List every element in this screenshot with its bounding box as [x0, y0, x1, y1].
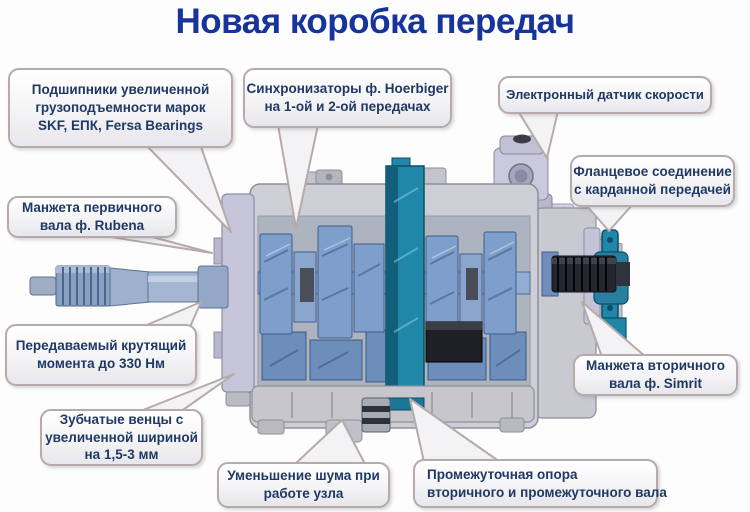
- callout-gear-rims: Зубчатые венцы с увеличенной шириной на …: [40, 409, 203, 466]
- callout-intermediate-support-line2: вторичного и промежуточного вала: [427, 484, 667, 500]
- oil-sump: [251, 385, 535, 443]
- callout-gear-rims-line2: увеличенной шириной: [45, 429, 198, 445]
- callout-gear-rims-line3: на 1,5-3 мм: [84, 447, 159, 463]
- input-shaft: [29, 265, 229, 309]
- callout-flange: Фланцевое соединение с карданной передач…: [570, 155, 735, 207]
- callout-noise: Уменьшение шума при работе узла: [217, 462, 390, 508]
- callout-output-shaft-seal: Манжета вторичного вала ф. Simrit: [573, 354, 738, 396]
- callout-output-shaft-seal-line1: Манжета вторичного: [586, 358, 725, 374]
- callout-speed-sensor: Электронный датчик скорости: [498, 76, 712, 114]
- callout-bearings-line2: грузоподъемности марок: [35, 100, 206, 116]
- callout-synchronizers-line2: на 1-ой и 2-ой передачах: [264, 99, 431, 114]
- callout-input-shaft-seal-line1: Манжета первичного: [21, 200, 163, 216]
- callout-speed-sensor-line1: Электронный датчик скорости: [506, 87, 704, 103]
- callout-gear-rims-line1: Зубчатые венцы с: [59, 411, 184, 427]
- callout-input-shaft-seal: Манжета первичного вала ф. Rubena: [7, 196, 177, 238]
- callout-torque-line1: Передаваемый крутящий: [15, 338, 187, 354]
- callout-intermediate-support: Промежуточная опора вторичного и промежу…: [413, 459, 667, 508]
- callout-bearings-line1: Подшипники увеличенной: [31, 82, 210, 98]
- callout-torque: Передаваемый крутящий момента до 330 Нм: [5, 324, 197, 386]
- callout-noise-line1: Уменьшение шума при: [227, 468, 380, 484]
- callout-input-shaft-seal-line2: вала ф. Rubena: [39, 218, 145, 233]
- callout-output-shaft-seal-line2: вала ф. Simrit: [608, 376, 703, 391]
- callout-synchronizers-line1: Синхронизаторы ф. Hoerbiger: [246, 81, 449, 97]
- callout-bearings: Подшипники увеличенной грузоподъемности …: [8, 68, 233, 148]
- callout-torque-line2: момента до 330 Нм: [37, 356, 165, 371]
- callout-bearings-line3: SKF, ЕПК, Fersa Bearings: [38, 117, 203, 133]
- intermediate-support-band: [385, 157, 425, 409]
- gearbox-illustration: [29, 134, 630, 443]
- callout-noise-line2: работе узла: [263, 486, 344, 501]
- callout-flange-line1: Фланцевое соединение: [573, 164, 732, 180]
- callout-synchronizers: Синхронизаторы ф. Hoerbiger на 1-ой и 2-…: [243, 68, 452, 128]
- callout-flange-line2: с карданной передачей: [574, 182, 731, 197]
- callout-intermediate-support-line1: Промежуточная опора: [427, 466, 578, 482]
- output-flange-assembly: [541, 227, 630, 357]
- page-title: Новая коробка передач: [175, 2, 575, 41]
